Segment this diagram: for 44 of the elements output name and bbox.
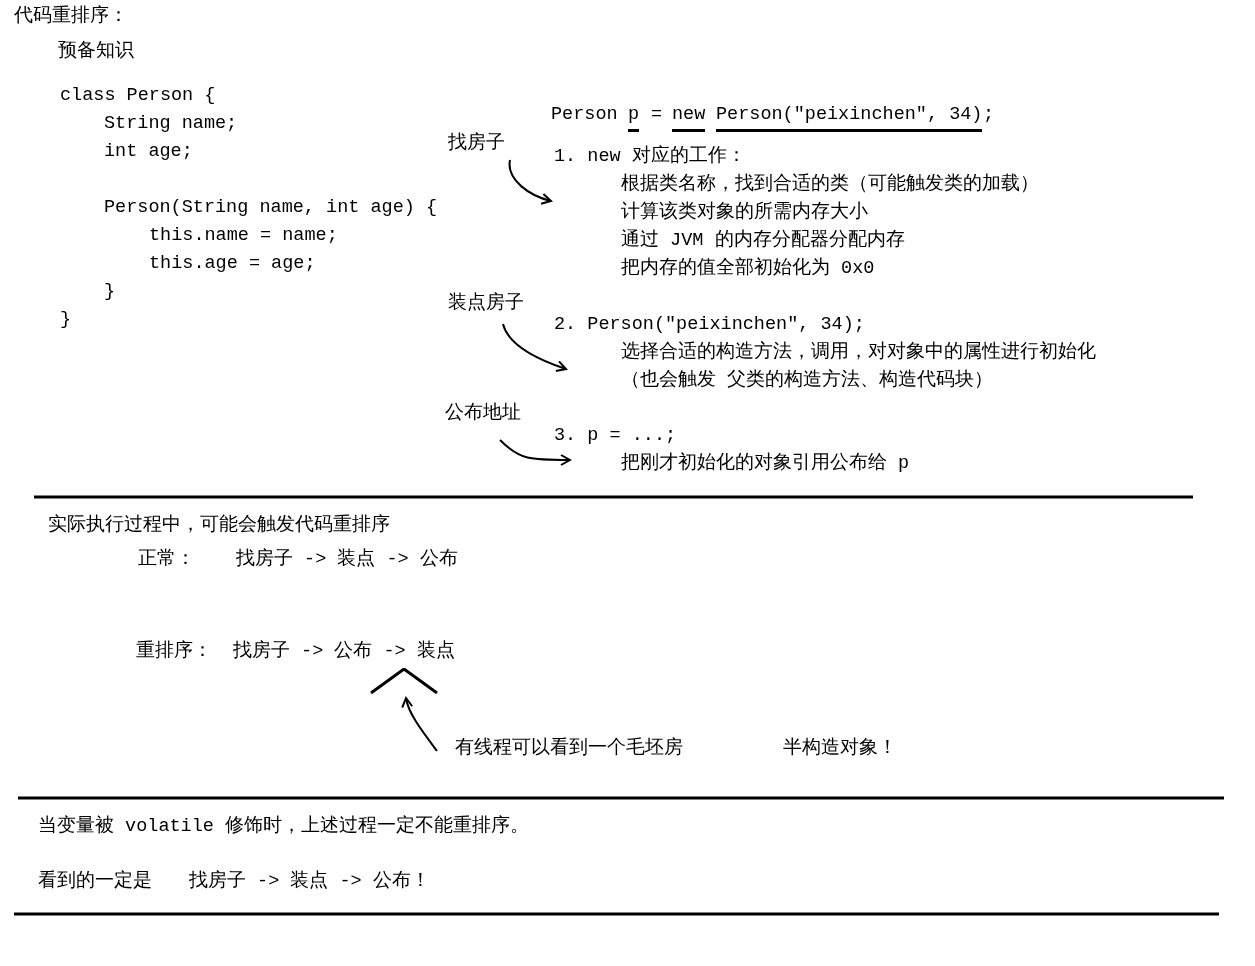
code-token: ; [983,103,995,127]
step-heading: 3. p = ...; [554,424,678,448]
step-heading: 2. Person("peixinchen", 34); [554,313,866,337]
code-token: Person("peixinchen", 34) [716,103,983,132]
annotation-text: 装点房子 [448,292,524,316]
code-token: = [651,103,663,127]
step-detail: 把内存的值全部初始化为 0x0 [620,256,876,281]
code-token: p [628,103,640,132]
heading-text: 代码重排序： [14,5,128,29]
step-sequence: 找房子 -> 装点 -> 公布 [236,548,458,572]
note-text: 当变量被 volatile 修饰时，上述过程一定不能重排序。 [38,815,530,839]
step-detail: 把刚才初始化的对象引用公布给 p [620,451,910,476]
step-detail: （也会触发 父类的构造方法、构造代码块） [620,368,995,393]
code-line: } [60,308,72,332]
code-line: class Person { [60,84,216,108]
code-token: Person [551,103,618,127]
step-sequence: 找房子 -> 装点 -> 公布！ [189,870,430,894]
step-heading: 1. new 对应的工作： [554,144,747,169]
curved-arrow [401,697,438,752]
code-token: new [672,103,706,132]
code-line: } [104,280,116,304]
caret-mark [370,668,438,694]
code-line: Person(String name, int age) { [104,196,438,220]
code-line: this.name = name; [149,224,338,248]
code-line: int age; [104,140,193,164]
step-label: 看到的一定是 [38,870,152,894]
curved-arrow [508,159,552,205]
step-detail: 计算该类对象的所需内存大小 [620,200,869,225]
annotation-text: 有线程可以看到一个毛坯房 [455,737,683,761]
annotation-text: 公布地址 [445,402,521,426]
step-label: 重排序： [136,640,212,664]
note-text: 实际执行过程中，可能会触发代码重排序 [48,514,390,538]
note-text: 半构造对象！ [783,737,897,761]
step-detail: 通过 JVM 的内存分配器分配内存 [620,228,906,253]
code-line: this.age = age; [149,252,316,276]
code-line: String name; [104,112,238,136]
annotation-text: 找房子 [448,132,505,156]
subheading-text: 预备知识 [58,40,134,64]
curved-arrow [499,439,571,466]
step-detail: 根据类名称，找到合适的类（可能触发类的加载） [620,172,1039,197]
step-sequence: 找房子 -> 公布 -> 装点 [233,640,455,664]
curved-arrow [502,323,567,372]
step-detail: 选择合适的构造方法，调用，对对象中的属性进行初始化 [620,340,1096,365]
step-label: 正常： [138,548,195,572]
